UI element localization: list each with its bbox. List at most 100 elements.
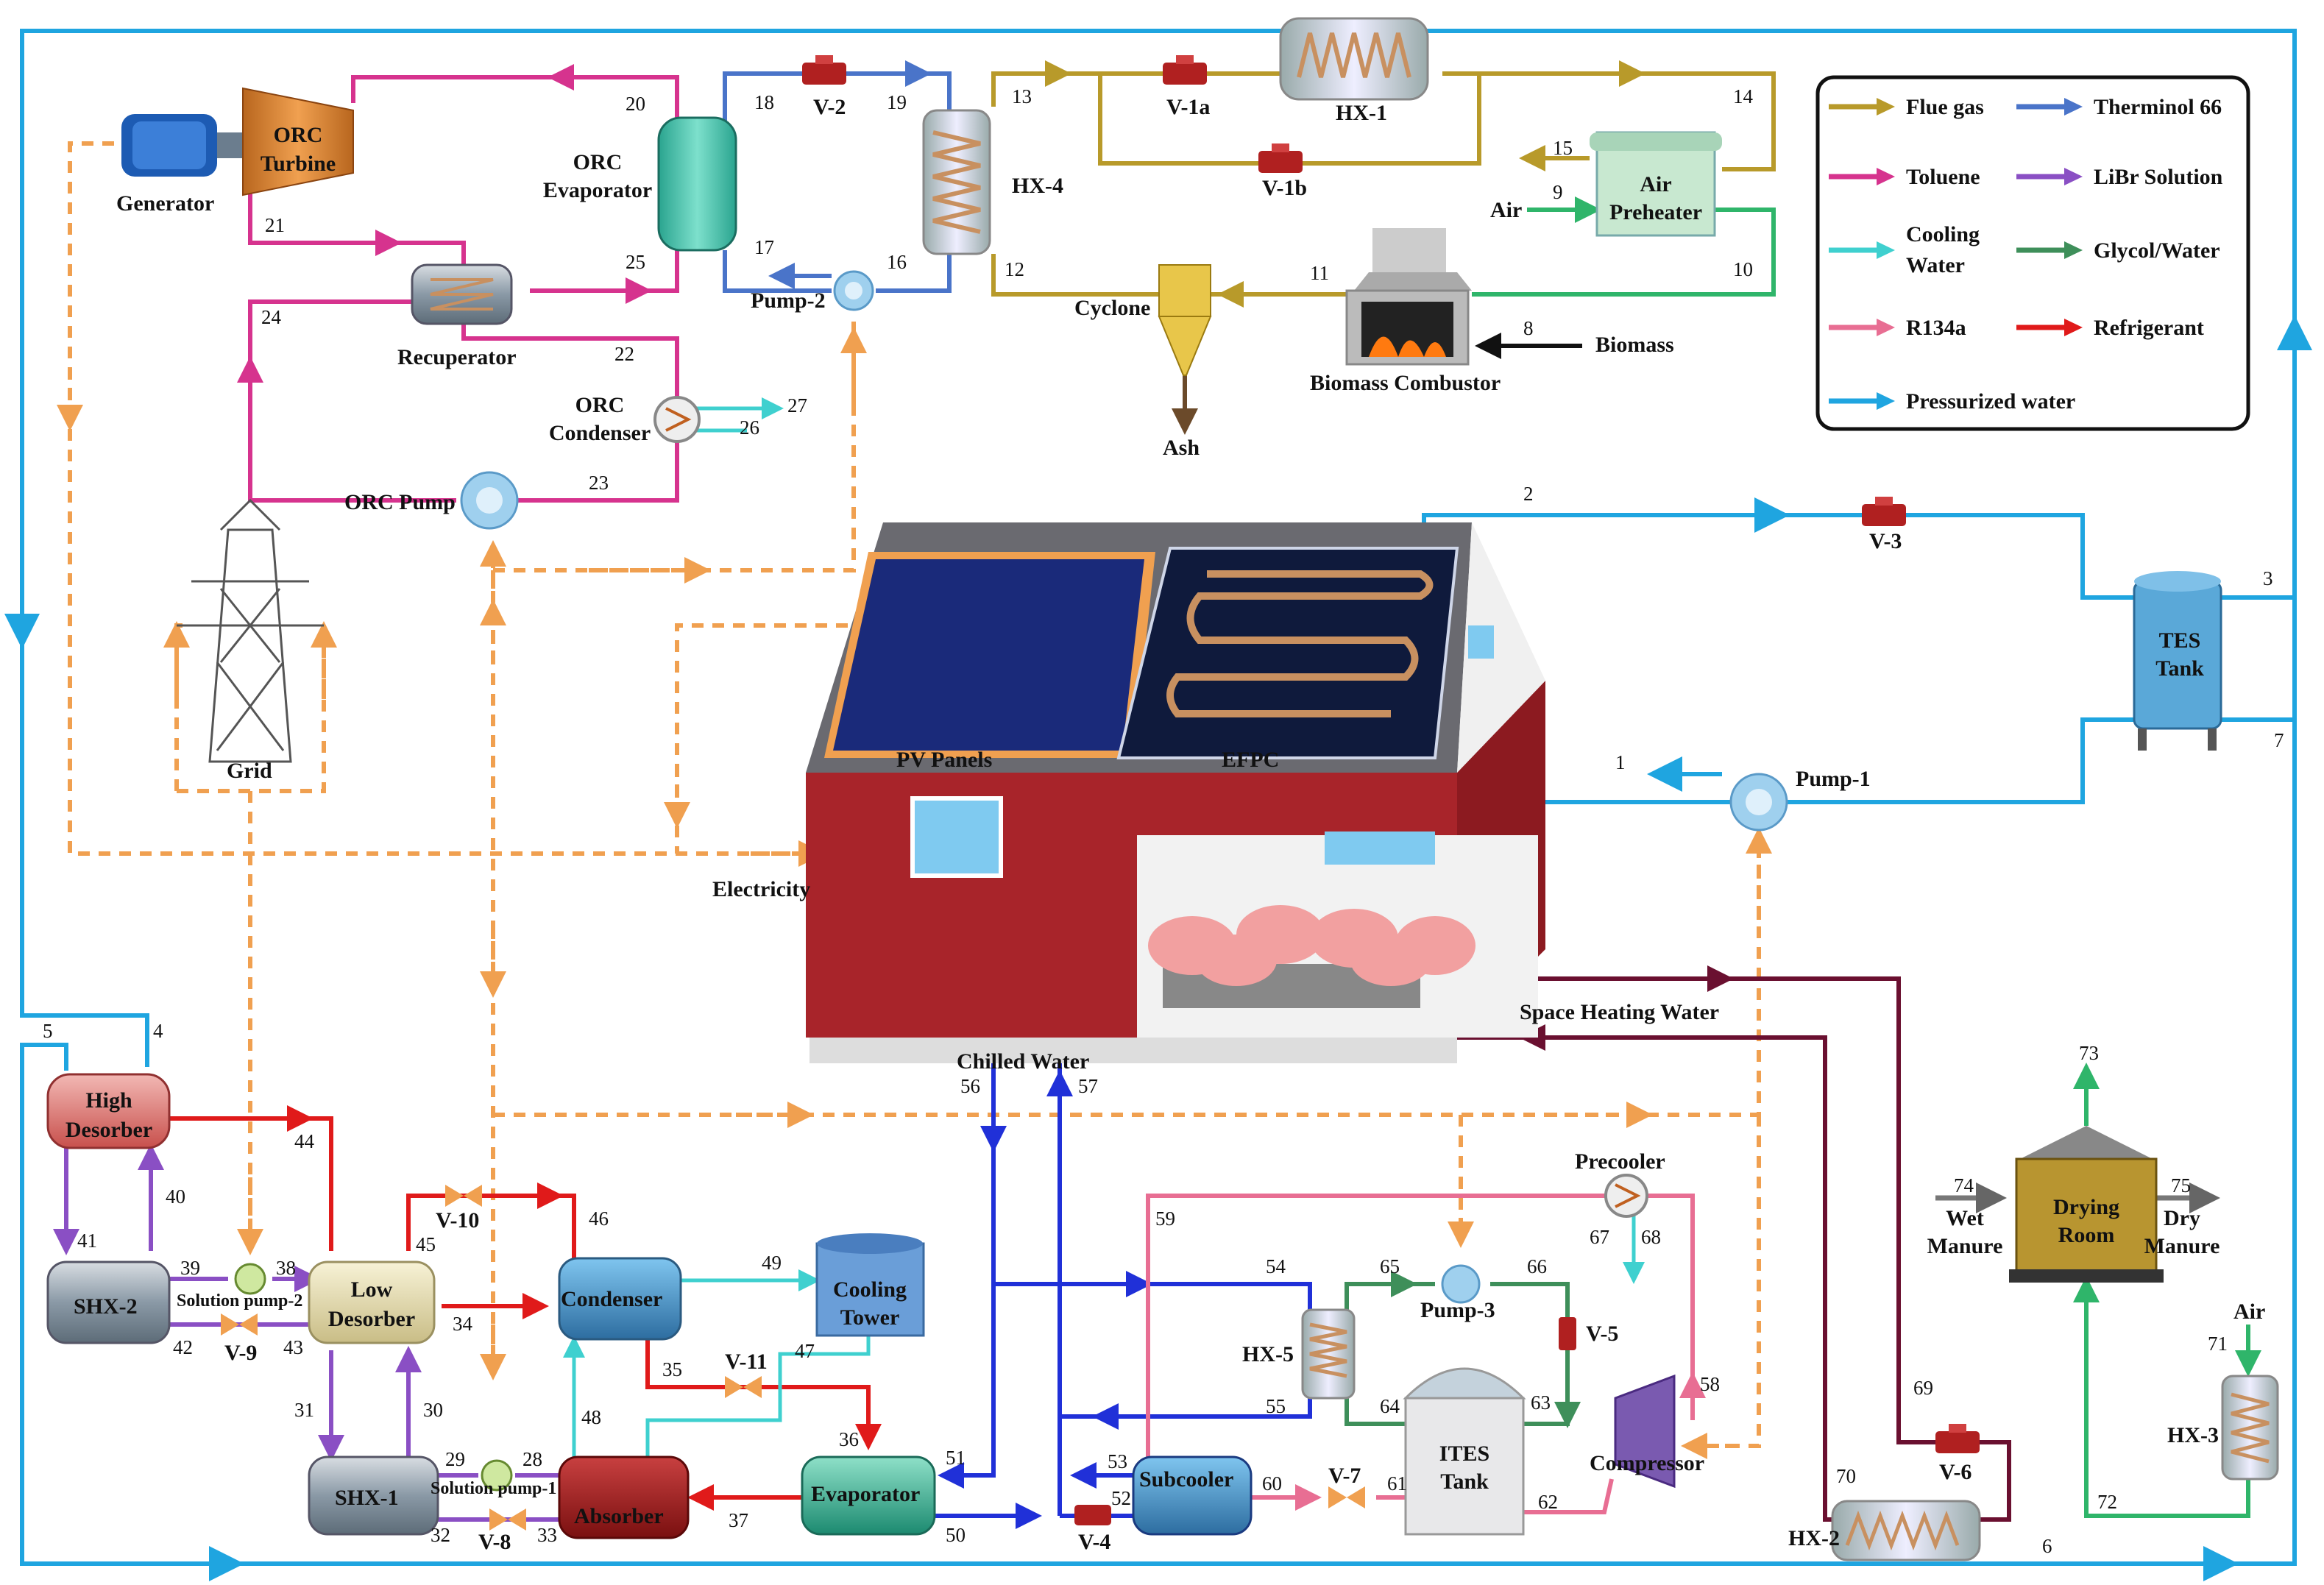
hx4-label: HX-4 [1012, 174, 1063, 198]
solution-pump2-icon [234, 1263, 266, 1295]
air-preheater-icon [1590, 131, 1722, 237]
stream-number-17: 17 [754, 236, 774, 258]
orc-evaporator-label-1: ORC [573, 150, 623, 174]
stream-number-22: 22 [614, 343, 634, 365]
cooling-tower-label-1: Cooling [833, 1277, 907, 1302]
evaporator-label: Evaporator [811, 1482, 920, 1506]
stream-number-4: 4 [153, 1020, 163, 1042]
stream-number-28: 28 [522, 1448, 542, 1470]
stream-number-64: 64 [1380, 1395, 1400, 1417]
drying-room-label-1: Drying [2053, 1195, 2119, 1219]
stream-number-27: 27 [787, 394, 807, 416]
stream-number-60: 60 [1262, 1472, 1282, 1494]
stream-number-44: 44 [294, 1130, 315, 1152]
legend-label: LiBr Solution [2094, 165, 2223, 189]
stream-59-line [1146, 1194, 1695, 1457]
stream-number-57: 57 [1078, 1075, 1098, 1097]
condenser-icon [558, 1257, 682, 1341]
stream-number-70: 70 [1836, 1465, 1856, 1487]
stream-number-10: 10 [1733, 258, 1753, 280]
legend-label: Cooling [1906, 222, 1980, 247]
stream-62-line [1523, 1478, 1614, 1514]
ash-label: Ash [1163, 436, 1200, 460]
stream-number-66: 66 [1527, 1255, 1547, 1277]
shx1-icon [308, 1455, 439, 1536]
v9-valve-icon [221, 1313, 258, 1336]
stream-number-20: 20 [626, 93, 645, 115]
hx2-icon [1831, 1500, 1981, 1561]
ites-tank-icon [1403, 1367, 1526, 1536]
legend-label: Refrigerant [2094, 316, 2204, 340]
stream-number-38: 38 [276, 1257, 296, 1279]
grid-connection [177, 625, 326, 793]
stream-number-18: 18 [754, 91, 774, 113]
high-desorber-label-1: High [85, 1088, 132, 1113]
v6-label: V-6 [1939, 1460, 1971, 1484]
shx2-label: SHX-2 [74, 1294, 138, 1319]
generator-icon [121, 114, 247, 177]
legend-arrowhead [2064, 319, 2083, 336]
grid-tower-icon [177, 498, 324, 763]
hx3-label: HX-3 [2167, 1423, 2219, 1447]
orc-pump-label: ORC Pump [344, 490, 456, 514]
solution-pump1-icon [481, 1459, 513, 1492]
orc-condenser-label-1: ORC [575, 393, 625, 417]
stream-number-16: 16 [887, 251, 907, 273]
stream-number-68: 68 [1641, 1226, 1661, 1248]
stream-20-line [351, 75, 679, 118]
pv-panels-icon [824, 552, 1155, 758]
wet-manure-label-1: Wet [1946, 1206, 1984, 1230]
stream-number-49: 49 [762, 1252, 782, 1274]
high-desorber-icon [46, 1073, 171, 1149]
stream-number-50: 50 [946, 1524, 966, 1546]
stream-number-33: 33 [537, 1524, 557, 1546]
stream-2-line [1422, 513, 2134, 600]
stream-54-line [993, 1282, 1312, 1310]
stream-number-59: 59 [1155, 1208, 1175, 1230]
v4-valve-icon [1074, 1505, 1111, 1525]
orc-condenser-label-2: Condenser [549, 421, 651, 445]
condenser-label: Condenser [561, 1287, 662, 1311]
ites-tank-label-2: Tank [1440, 1469, 1489, 1494]
pump2-bus [493, 316, 856, 572]
subcooler-label: Subcooler [1139, 1467, 1233, 1492]
legend-label: Flue gas [1906, 95, 1984, 119]
stream-number-34: 34 [453, 1313, 473, 1335]
v8-label: V-8 [478, 1530, 511, 1554]
precooler-icon [1604, 1174, 1648, 1218]
orc-evaporator-label-2: Evaporator [543, 178, 652, 202]
stream-number-19: 19 [887, 91, 907, 113]
stream-number-5: 5 [43, 1020, 53, 1042]
legend-arrowhead [1877, 98, 1895, 116]
stream-number-14: 14 [1733, 85, 1754, 107]
solution-pump1-label: Solution pump-1 [431, 1479, 556, 1498]
stream-number-39: 39 [180, 1257, 200, 1279]
stream-24-line [248, 299, 456, 503]
stream-number-56: 56 [960, 1075, 980, 1097]
high-desorber-label-2: Desorber [65, 1118, 152, 1142]
stream-number-8: 8 [1523, 317, 1534, 339]
biomass-combustor-icon [1345, 228, 1472, 366]
stream-number-73: 73 [2079, 1042, 2099, 1064]
legend-arrowhead [2064, 98, 2083, 116]
stream-number-12: 12 [1005, 258, 1024, 280]
stream-44-line [169, 1116, 333, 1251]
stream-number-25: 25 [626, 251, 645, 273]
shx1-label: SHX-1 [335, 1486, 399, 1510]
v3-label: V-3 [1869, 529, 1902, 553]
orc-condenser-icon [653, 396, 701, 443]
legend-label: Toluene [1906, 165, 1980, 189]
wet-manure-label-2: Manure [1927, 1234, 2003, 1258]
cooling-tower-icon [815, 1233, 925, 1337]
efpc-icon [1116, 547, 1459, 759]
legend-label: Glycol/Water [2094, 238, 2220, 263]
pump1-label: Pump-1 [1796, 767, 1871, 791]
stream-number-30: 30 [423, 1399, 443, 1421]
stream-number-40: 40 [166, 1185, 185, 1208]
compressor-bus-line [1693, 1115, 1761, 1448]
stream-number-2: 2 [1523, 483, 1534, 505]
stream-number-63: 63 [1531, 1391, 1551, 1414]
v11-label: V-11 [725, 1350, 768, 1374]
stream-number-51: 51 [946, 1447, 966, 1469]
